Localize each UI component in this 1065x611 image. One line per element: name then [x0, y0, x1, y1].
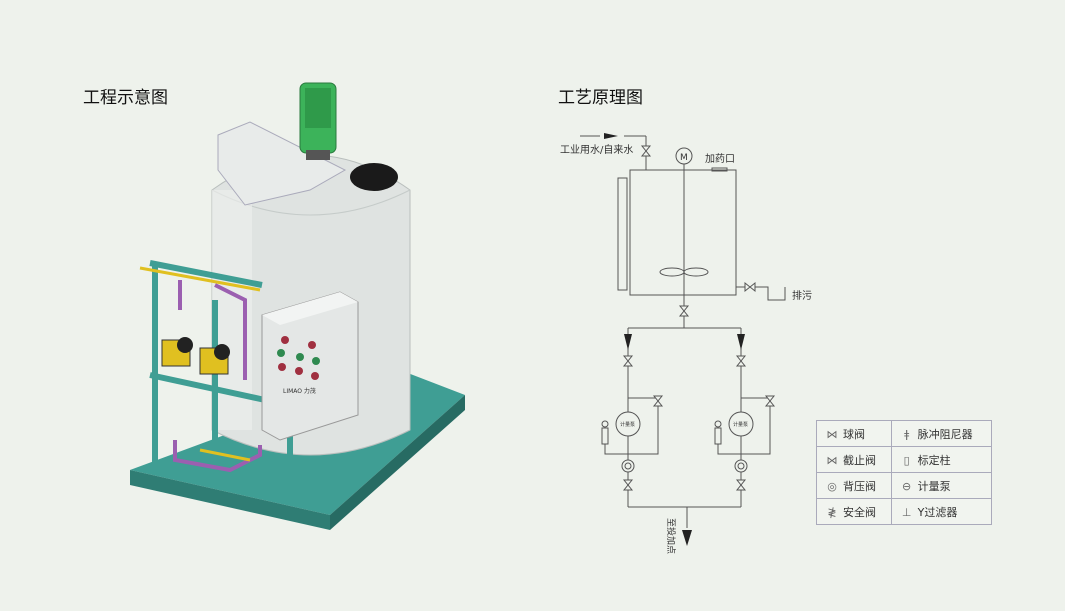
right-title: 工艺原理图 — [558, 88, 643, 108]
stop-valve-icon: ⋈ — [826, 453, 838, 467]
metering-pump-2 — [199, 347, 229, 375]
y-strainer-icon: ⊥ — [901, 505, 912, 519]
safety-valve-icon: ≹ — [827, 505, 837, 519]
back-pressure-valve-icon: ◎ — [827, 479, 837, 493]
agitator — [659, 267, 685, 277]
legend-row: ⋈ 截止阀 ▯ 标定柱 — [816, 446, 993, 473]
legend-label: 截止阀 — [843, 453, 876, 467]
drain-label: 排污 — [792, 289, 812, 302]
indicator-lights — [277, 336, 320, 380]
tank-outline — [629, 169, 737, 296]
legend-label: 背压阀 — [843, 479, 876, 493]
legend-label: 安全阀 — [843, 505, 876, 519]
metering-pump-a — [615, 411, 641, 437]
legend-row: ≹ 安全阀 ⊥ Y过滤器 — [816, 498, 993, 525]
legend: ⋈ 球阀 ǂ 脉冲阻尼器 ⋈ 截止阀 ▯ 标定柱 ◎ 背压阀 ⊖ 计量泵 ≹ 安全阀 ⊥ Y过滤… — [816, 420, 993, 525]
legend-label: 标定柱 — [917, 453, 951, 467]
base-side — [130, 470, 330, 530]
level-gauge — [617, 177, 628, 291]
legend-label: 脉冲阻尼器 — [917, 427, 973, 441]
pump-label-a: 计量泵 — [620, 421, 635, 428]
left-title: 工程示意图 — [83, 88, 168, 108]
valves — [622, 145, 776, 491]
hatch — [350, 163, 398, 191]
tank-cover — [217, 121, 347, 206]
outlet-label: 至投加点 — [665, 518, 677, 554]
legend-label: 球阀 — [843, 427, 865, 441]
metering-pump-b — [728, 411, 754, 437]
legend-row: ⋈ 球阀 ǂ 脉冲阻尼器 — [816, 420, 993, 447]
pump-label-b: 计量泵 — [733, 421, 748, 428]
inlet-label: 工业用水/自来水 — [560, 143, 633, 156]
pipes — [173, 280, 262, 473]
legend-row: ◎ 背压阀 ⊖ 计量泵 — [816, 472, 993, 499]
flow-arrows — [604, 133, 745, 546]
dosing-port-label: 加药口 — [705, 153, 735, 165]
metering-pump-icon: ⊖ — [902, 479, 912, 493]
motor-label: M — [680, 153, 688, 163]
calibration-column-icon: ▯ — [903, 453, 910, 467]
ball-valve-icon: ⋈ — [826, 427, 838, 441]
pulse-damper-icon: ǂ — [904, 427, 910, 441]
legend-label: 计量泵 — [917, 479, 951, 493]
legend-label: Y过滤器 — [917, 505, 958, 519]
logo: LIMAO 力茂 — [283, 387, 316, 395]
base-front — [330, 395, 465, 530]
frame — [149, 260, 293, 480]
